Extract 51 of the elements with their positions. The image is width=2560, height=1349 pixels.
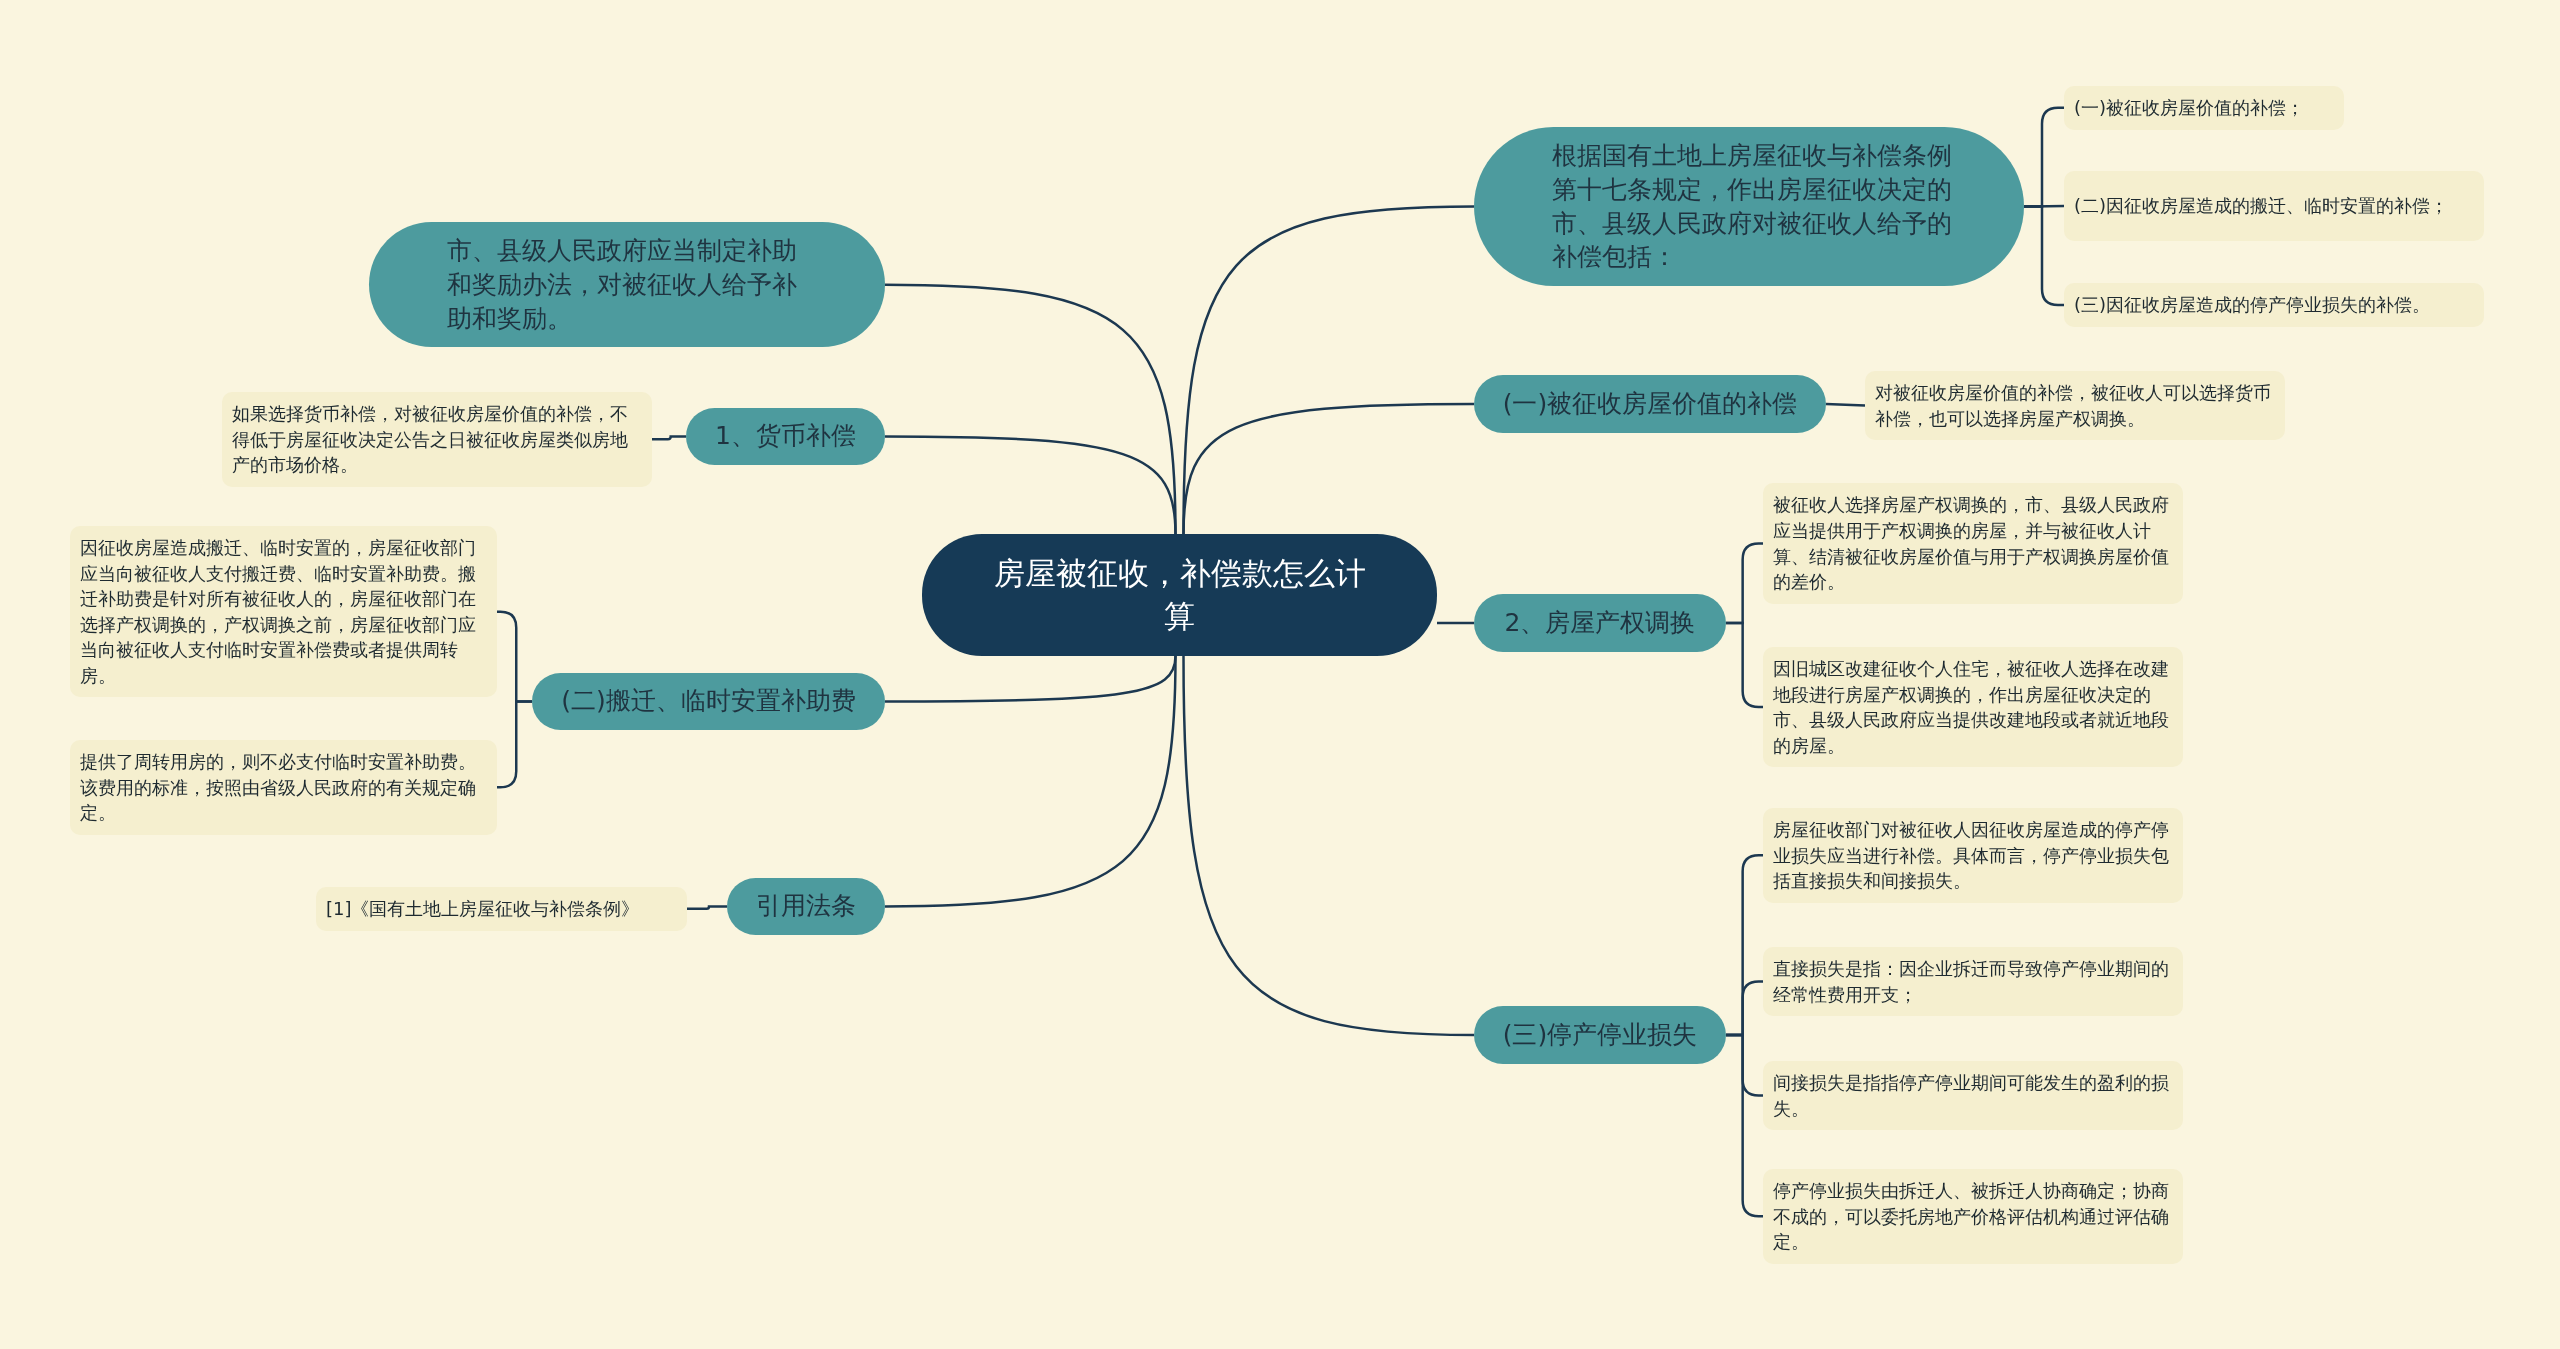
note-card <box>2064 171 2484 241</box>
node-text: 提供了周转用房的，则不必支付临时安置补助费。该费用的标准，按照由省级人民政府的有关规定确定。 <box>80 750 477 826</box>
connector-line <box>885 655 1177 908</box>
node-text: (三)因征收房屋造成的停产停业损失的补偿。 <box>2074 293 2431 318</box>
note-card <box>1763 1061 2183 1131</box>
connector-line <box>1182 402 1474 535</box>
node-text: (二)搬迁、临时安置补助费 <box>561 685 856 718</box>
note-card <box>222 392 652 487</box>
node-text: 对被征收房屋价值的补偿，被征收人可以选择货币补偿，也可以选择房屋产权调换。 <box>1875 381 2272 431</box>
connector-line <box>1182 656 1475 1037</box>
connector-line <box>652 435 686 441</box>
node-text: 间接损失是指指停产停业期间可能发生的盈利的损失。 <box>1773 1071 2170 1121</box>
connector-line <box>885 435 1177 535</box>
node-text: 因征收房屋造成搬迁、临时安置的，房屋征收部门应当向被征收人支付搬迁费、临时安置补助费。搬迁补助费是针对所有被征收人的，房屋征收部门在选择产权调换的，产权调换之前，房屋征收部门应当向被征收人支付临时安置补偿费或者提供周转房。 <box>80 536 477 688</box>
note-card <box>316 887 687 931</box>
note-card <box>1763 647 2183 768</box>
note-card <box>2064 86 2344 130</box>
note-card <box>1763 808 2183 903</box>
note-card <box>1763 947 2183 1017</box>
topic-node <box>686 408 885 465</box>
node-text: 根据国有土地上房屋征收与补偿条例第十七条规定，作出房屋征收决定的市、县级人民政府对被征收人给予的补偿包括： <box>1552 140 1953 274</box>
topic-node <box>1474 375 1826 433</box>
topic-node <box>1474 594 1726 652</box>
node-text: (一)被征收房屋价值的补偿 <box>1502 387 1798 420</box>
node-text: 直接损失是指：因企业拆迁而导致停产停业期间的经常性费用开支； <box>1773 957 2170 1007</box>
note-card <box>1763 1169 2183 1264</box>
node-text: 1、货币补偿 <box>715 420 856 453</box>
connector-line <box>687 905 727 910</box>
node-text: 2、房屋产权调换 <box>1504 606 1696 639</box>
note-card <box>1763 483 2183 604</box>
node-text: 房屋被征收，补偿款怎么计算 <box>992 553 1367 636</box>
node-text: 停产停业损失由拆迁人、被拆迁人协商确定；协商不成的，可以委托房地产价格评估机构通过评估确定。 <box>1773 1179 2170 1255</box>
node-text: (三)停产停业损失 <box>1502 1018 1698 1051</box>
note-card <box>70 526 497 698</box>
node-text: (二)因征收房屋造成的搬迁、临时安置的补偿； <box>2074 194 2449 219</box>
note-card <box>2064 283 2484 327</box>
topic-node <box>1474 1006 1726 1064</box>
topic-node <box>727 878 885 935</box>
connector-line <box>1437 621 1474 625</box>
node-text: 市、县级人民政府应当制定补助和奖励办法，对被征收人给予补助和奖励。 <box>447 235 798 335</box>
node-text: 房屋征收部门对被征收人因征收房屋造成的停产停业损失应当进行补偿。具体而言，停产停业损失包括直接损失和间接损失。 <box>1773 818 2170 894</box>
topic-node <box>532 673 885 730</box>
note-card <box>1865 371 2285 441</box>
node-text: 因旧城区改建征收个人住宅，被征收人选择在改建地段进行房屋产权调换的，作出房屋征收决定的市、县级人民政府应当提供改建地段或者就近地段的房屋。 <box>1773 657 2170 758</box>
note-card <box>70 740 497 835</box>
node-text: 被征收人选择房屋产权调换的，市、县级人民政府应当提供用于产权调换的房屋，并与被征收人计算、结清被征收房屋价值与用于产权调换房屋价值的差价。 <box>1773 493 2170 595</box>
node-text: (一)被征收房屋价值的补偿； <box>2074 96 2305 120</box>
node-text: 如果选择货币补偿，对被征收房屋价值的补偿，不得低于房屋征收决定公告之日被征收房屋类似房地产的市场价格。 <box>232 402 629 478</box>
node-text: [1]《国有土地上房屋征收与补偿条例》 <box>326 897 640 921</box>
node-text: 引用法条 <box>756 890 856 923</box>
connector-line <box>1825 402 1866 407</box>
